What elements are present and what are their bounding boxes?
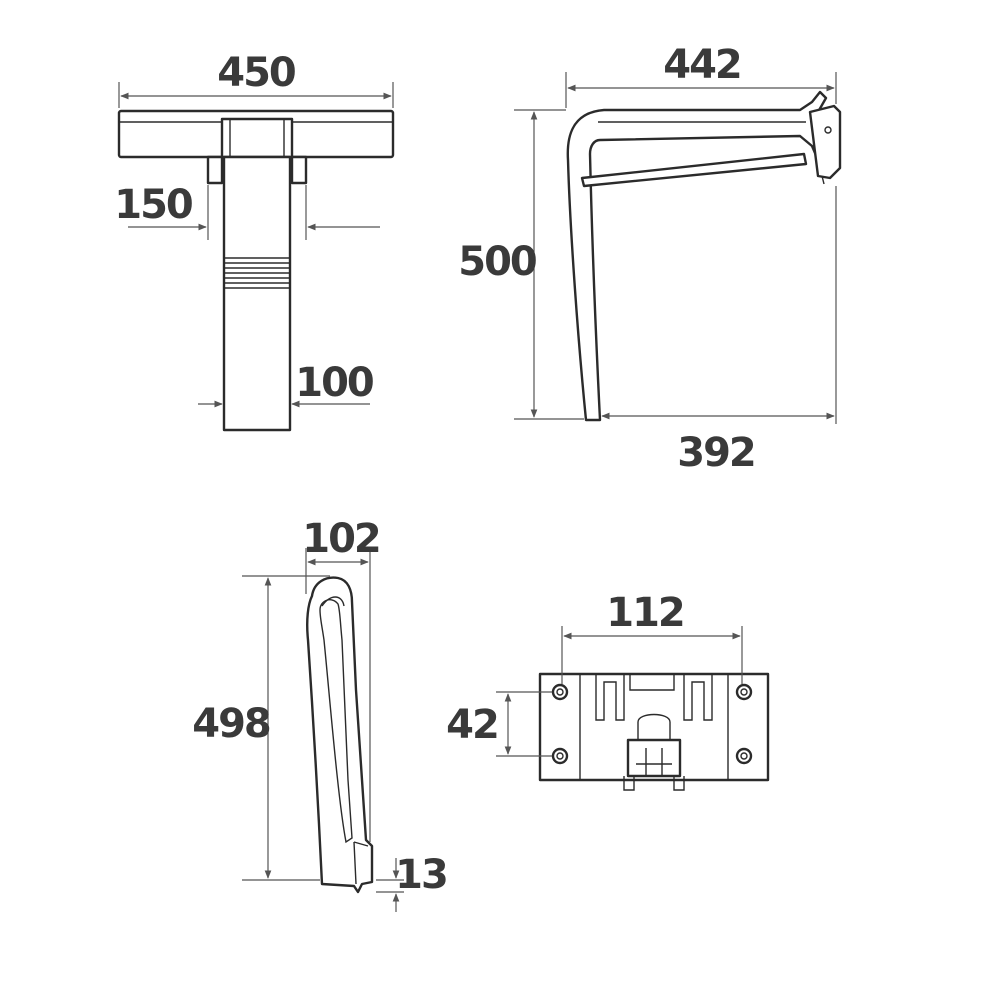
dimension-450: 450 — [118, 50, 394, 108]
dimension-label-102: 102 — [302, 516, 380, 562]
dimension-label-442: 442 — [663, 42, 741, 88]
dimension-442: 442 — [565, 42, 837, 108]
dimension-42: 42 — [446, 691, 552, 757]
dimension-label-13: 13 — [395, 852, 447, 898]
folded-arm — [306, 576, 374, 894]
dimension-102: 102 — [302, 516, 382, 842]
dimension-112: 112 — [561, 590, 743, 684]
dimension-label-100: 100 — [295, 360, 373, 406]
dimension-label-498: 498 — [192, 701, 270, 747]
folded-view: 102 498 13 — [192, 516, 449, 912]
dimension-13: 13 — [376, 852, 449, 912]
bracket-view: 112 42 — [446, 590, 770, 791]
side-arm — [566, 90, 828, 422]
dimension-100: 100 — [198, 360, 375, 408]
seat-leg — [222, 155, 292, 432]
side-view: 442 500 392 — [458, 42, 842, 476]
side-brace — [580, 152, 808, 188]
dimension-500: 500 — [458, 109, 584, 420]
dimension-498: 498 — [192, 575, 330, 881]
top-view: 450 150 100 — [114, 50, 395, 432]
mounting-holes — [551, 683, 753, 765]
dimension-label-450: 450 — [217, 50, 295, 96]
dimension-label-392: 392 — [677, 430, 755, 476]
dimension-label-112: 112 — [606, 590, 684, 636]
dimension-392: 392 — [601, 186, 837, 476]
grip-ribs — [224, 257, 290, 289]
seat-column — [220, 117, 294, 159]
dimension-label-150: 150 — [114, 182, 192, 228]
dimension-label-42: 42 — [446, 702, 498, 748]
dimension-150: 150 — [114, 182, 380, 240]
dimension-label-500: 500 — [458, 239, 536, 285]
bracket-plate — [538, 672, 770, 782]
